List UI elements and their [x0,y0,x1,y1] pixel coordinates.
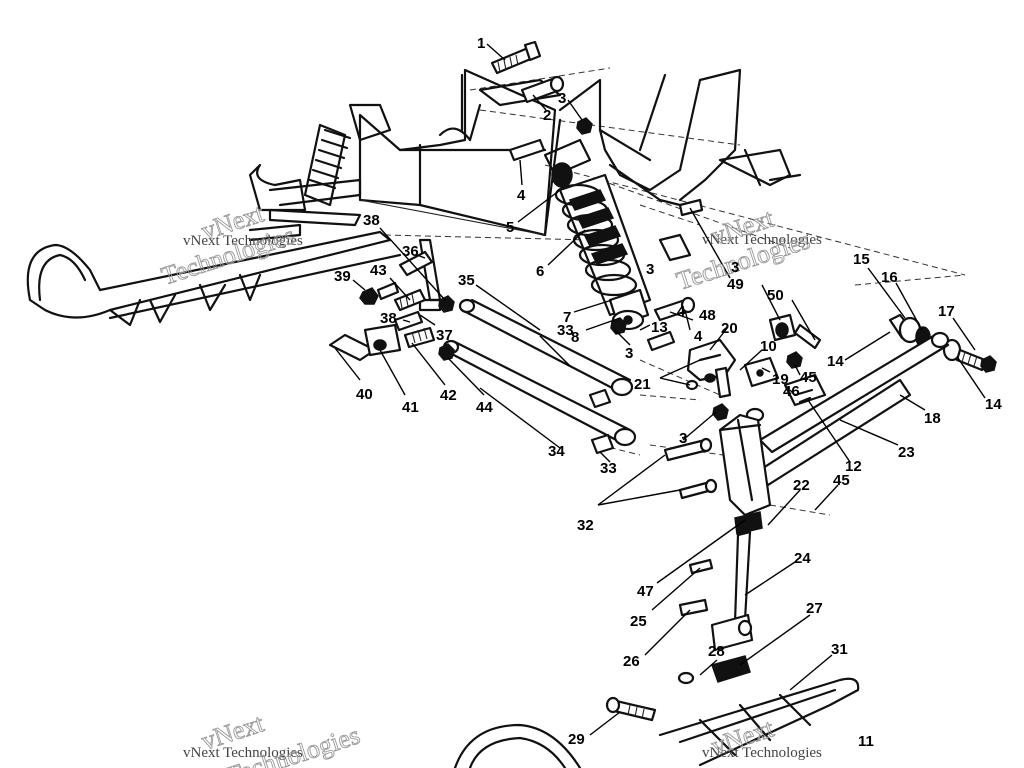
callout: 34 [548,443,565,460]
cross-shaft-34 [442,339,637,447]
bolts-32 [663,437,718,500]
callout: 16 [881,269,898,286]
callout: 40 [356,386,373,403]
callout: 33 [600,460,617,477]
callout: 17 [938,303,955,320]
callout: 3 [646,261,654,278]
bushings-33 [588,388,615,455]
callout: 6 [536,263,544,280]
callout: 49 [727,276,744,293]
callout: 3 [625,345,633,362]
front-ski [453,677,860,768]
callout: 32 [577,517,594,534]
callout: 4 [677,303,686,320]
shock-absorber [543,138,652,331]
watermark-lower-left: vNext Technologies vNext Technologies [183,708,364,768]
callout: 4 [694,328,703,345]
callouts: 1 2 3 3 4 4 5 6 7 8 13 3 48 4 20 21 10 1… [334,35,1002,750]
callout: 48 [699,307,716,324]
callout: 2 [543,107,551,124]
callout: 21 [634,376,651,393]
wear-pad [677,655,751,685]
top-hardware [490,40,593,162]
cross-shaft-35 [458,298,634,397]
callout: 33 [557,322,574,339]
callout: 10 [760,338,777,355]
callout: 15 [853,251,870,268]
left-ski [26,230,402,327]
callout: 43 [370,262,387,279]
callout: 38 [380,310,397,327]
callout: 42 [440,387,457,404]
callout: 23 [898,444,915,461]
callout: 3 [731,259,739,276]
callout: 13 [651,319,668,336]
callout: 11 [858,733,874,750]
callout: 37 [436,327,453,344]
callout: 45 [800,369,817,386]
callout: 47 [637,583,654,600]
watermark-text: vNext Technologies [183,745,303,761]
steering-post [678,413,772,652]
callout: 8 [571,329,579,346]
bolt-29 [605,696,657,722]
callout: 38 [363,212,380,229]
callout: 19 [772,371,789,388]
callout: 20 [721,320,738,337]
callout: 18 [924,410,941,427]
watermark-text: vNext Technologies [702,232,822,248]
callout: 3 [558,90,566,107]
callout: 46 [783,383,800,400]
callout: 4 [517,187,526,204]
callout: 14 [985,396,1002,413]
callout: 12 [845,458,862,475]
callout: 44 [476,399,493,416]
callout: 14 [827,353,844,370]
left-hardware [328,250,455,362]
callout: 26 [623,653,640,670]
callout: 50 [767,287,784,304]
watermark-upper-left: vNext Technologies vNext Technologies [157,198,303,291]
watermark-text: vNext Technologies [183,233,303,249]
callout: 3 [679,430,687,447]
callout: 31 [831,641,848,658]
callout: 45 [833,472,850,489]
tie-rod-18 [758,331,950,454]
callout: 5 [506,219,514,236]
watermark-text: vNext Technologies [702,745,822,761]
callout: 35 [458,272,475,289]
callout: 25 [630,613,647,630]
center-hardware [610,296,827,423]
callout: 39 [334,268,351,285]
callout: 36 [402,243,419,260]
callout: 27 [806,600,823,617]
leader-lines [334,43,986,736]
callout: 24 [794,550,811,567]
callout: 28 [708,643,725,660]
right-hardware [658,198,997,373]
callout: 7 [563,309,571,326]
callout: 41 [402,399,419,416]
callout: 22 [793,477,810,494]
callout: 29 [568,731,585,748]
callout: 1 [477,35,485,52]
left-spring-assembly [248,103,392,242]
